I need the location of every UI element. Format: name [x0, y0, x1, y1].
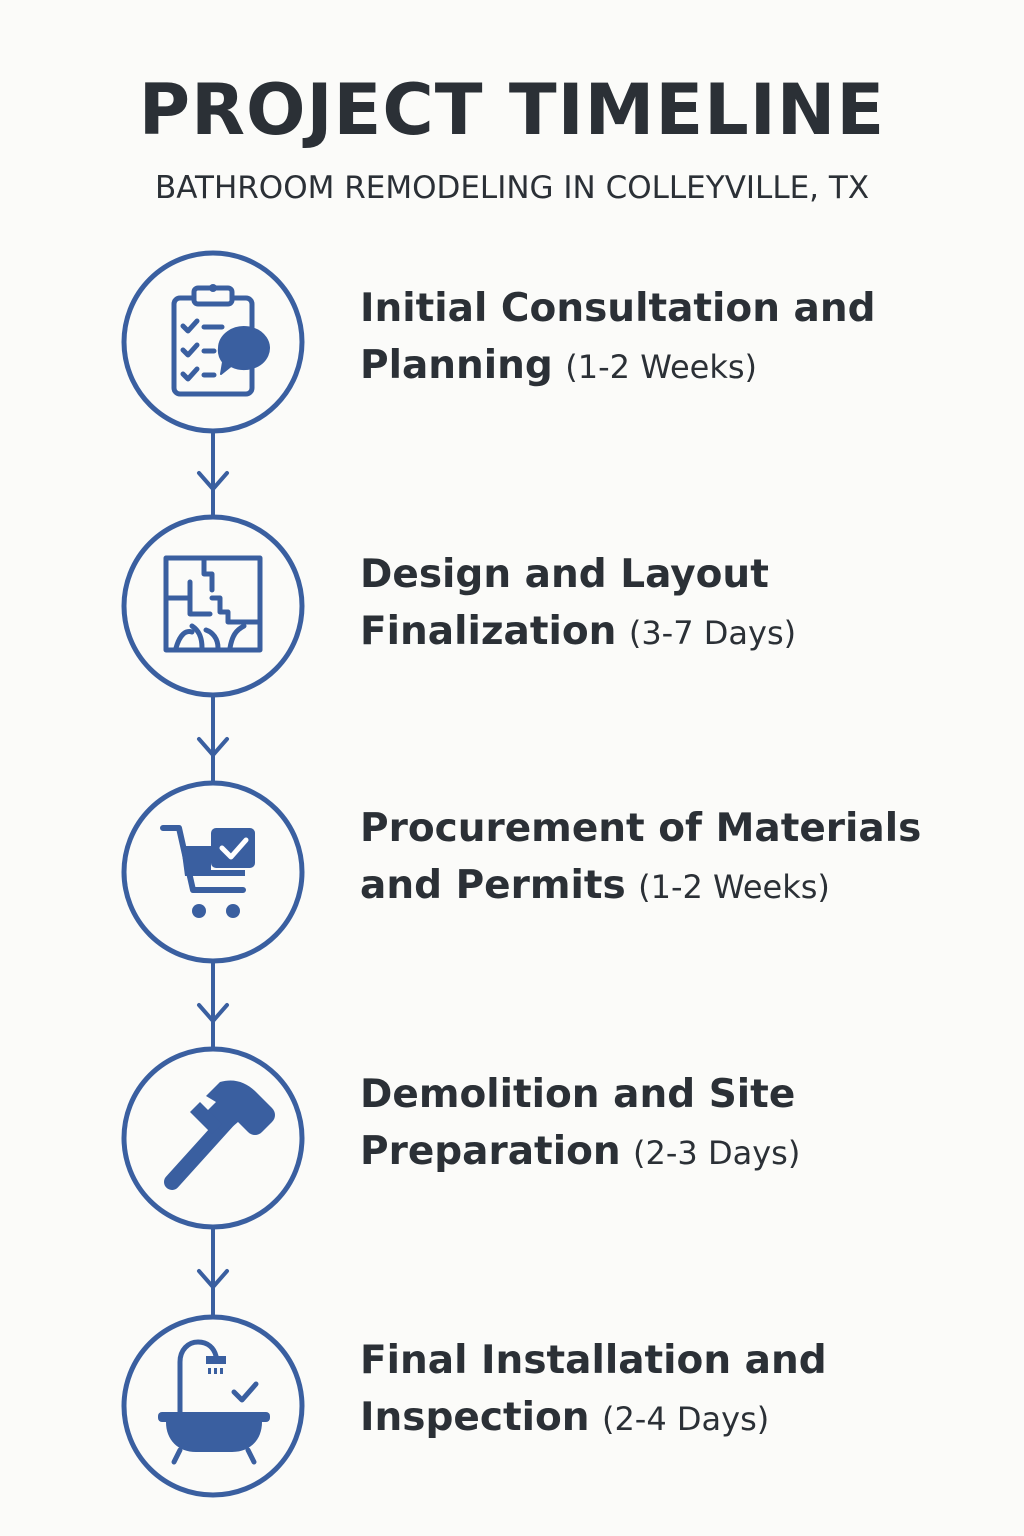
step-4-duration: (2-3 Days)	[633, 1134, 801, 1172]
clipboard-chat-icon	[171, 284, 270, 397]
step-2-title: Design and Layout Finalization	[360, 552, 769, 654]
step-5-duration: (2-4 Days)	[601, 1400, 770, 1438]
step-5-node	[121, 1314, 305, 1498]
arrow-down-icon	[197, 471, 229, 491]
step-1-text: Initial Consultation and Planning (1-2 W…	[360, 280, 980, 396]
step-5-text: Final Installation and Inspection (2-4 D…	[360, 1332, 980, 1448]
step-5-title: Final Installation and Inspection	[360, 1338, 827, 1440]
bathtub-check-icon	[158, 1339, 270, 1465]
floor-plan-icon	[163, 555, 263, 653]
arrow-down-icon	[197, 1269, 229, 1289]
timeline-connectors	[197, 430, 229, 1317]
step-2-text: Design and Layout Finalization (3-7 Days…	[360, 546, 980, 662]
step-2-node	[121, 514, 305, 698]
page-subtitle: BATHROOM REMODELING IN COLLEYVILLE, TX	[154, 170, 870, 206]
hammer-icon	[164, 1080, 275, 1190]
step-4-title: Demolition and Site Preparation	[360, 1072, 796, 1174]
page-title: PROJECT TIMELINE	[138, 69, 886, 151]
shopping-cart-check-icon	[160, 825, 255, 918]
arrow-down-icon	[197, 737, 229, 757]
step-2-duration: (3-7 Days)	[628, 614, 797, 652]
step-3-text: Procurement of Materials and Permits (1-…	[360, 800, 980, 916]
step-3-duration: (1-2 Weeks)	[638, 868, 830, 906]
step-1-title: Initial Consultation and Planning	[360, 286, 876, 388]
step-3-title: Procurement of Materials and Permits	[360, 806, 922, 908]
step-1-duration: (1-2 Weeks)	[565, 348, 758, 386]
arrow-down-icon	[197, 1003, 229, 1023]
step-4-text: Demolition and Site Preparation (2-3 Day…	[360, 1066, 980, 1182]
step-1-node	[121, 250, 305, 434]
step-4-node	[121, 1046, 305, 1230]
step-3-node	[121, 780, 305, 964]
